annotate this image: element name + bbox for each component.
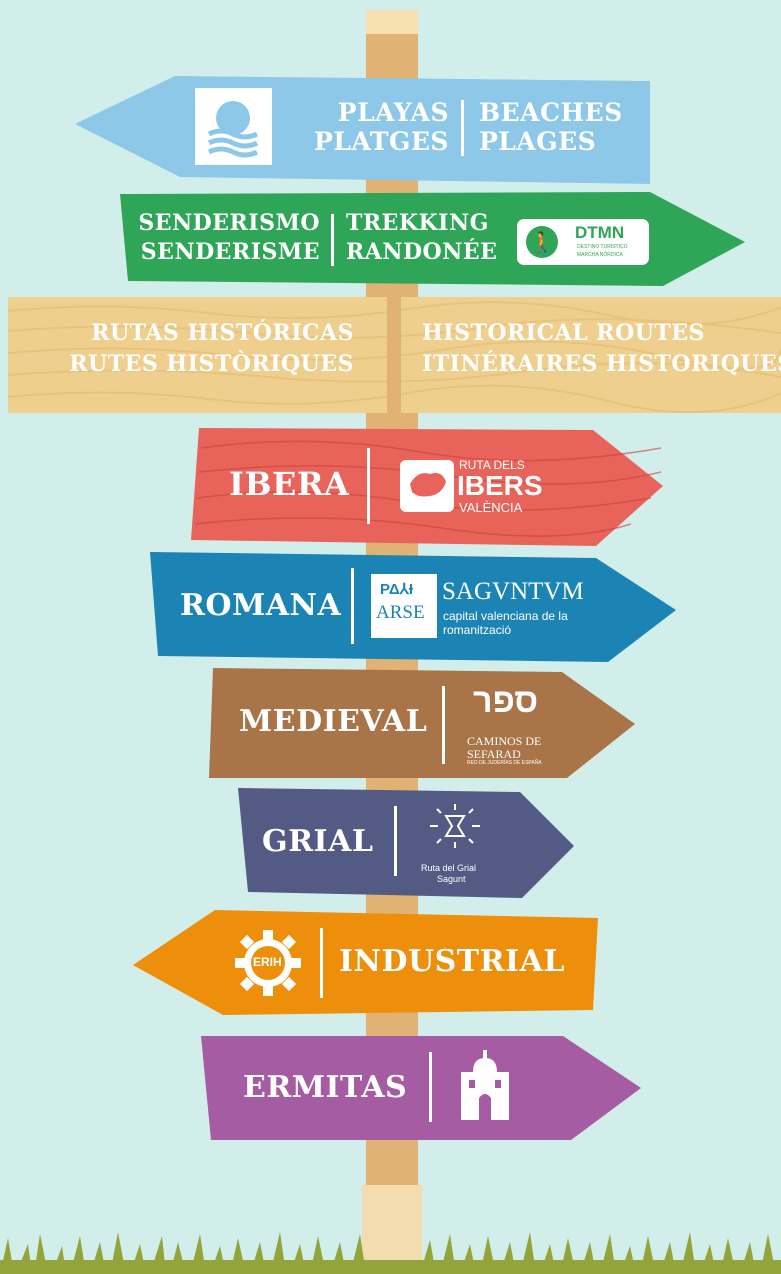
sign-medieval[interactable]: MEDIEVAL ספר CAMINOS DE SEFARAD RED DE J… [209,668,635,780]
grial-label: GRIAL [262,824,374,859]
industrial-label: INDUSTRIAL [339,944,565,979]
erih-text: ERIH [253,955,282,969]
iberian-bull-icon [400,460,454,512]
industrial-divider [320,928,323,998]
trekking-label-ca: SENDERISME [140,239,320,265]
historical-label-en: HISTORICAL ROUTES [422,320,705,346]
saguntum-name: SAGVNTVM [442,578,584,605]
ibera-logo-line1: RUTA DELS [459,458,525,472]
beaches-label-ca: PLATGES [314,127,449,156]
arse-text: ARSE [376,602,425,623]
erih-gear-icon: ERIH [231,926,305,1000]
romana-label: ROMANA [180,588,342,623]
dtmn-line1: DESTINO TURÍSTICO [577,244,628,250]
sign-industrial[interactable]: ERIH INDUSTRIAL [133,910,598,1015]
beaches-label-fr: PLAGES [479,127,597,156]
grass-ground [0,1232,781,1274]
pole-cap [366,10,418,34]
sefarad-line1: CAMINOS DE [467,734,542,748]
grial-divider [394,806,397,876]
medieval-label: MEDIEVAL [239,704,428,739]
grail-chalice-icon [428,802,482,850]
trekking-label-es: SENDERISMO [138,210,320,236]
beaches-divider [461,100,464,156]
sign-beaches[interactable]: PLAYAS PLATGES BEACHES PLAGES [75,74,650,184]
saguntum-sub2: romanització [443,623,512,637]
sign-grial[interactable]: GRIAL Ruta del Grial Sagunt [238,788,574,900]
grial-logo-line1: Ruta del Grial [421,863,477,873]
ermitas-label: ERMITAS [243,1070,408,1105]
ibera-divider [367,448,370,524]
trekking-label-en: TREKKING [346,210,489,236]
hermitage-chapel-icon [457,1050,513,1122]
arse-iberian-glyphs: ΡΔ⅄Ɨ [380,581,414,598]
medieval-divider [442,686,445,764]
sign-ibera[interactable]: IBERA RUTA DELS IBERS VALÈNCIA [191,428,663,548]
pole-base [362,1185,422,1274]
grial-logo-line2: Sagunt [437,874,466,884]
arse-logo: ΡΔ⅄Ɨ ARSE [371,574,437,638]
historical-label-ca: RUTES HISTÒRIQUES [69,351,354,377]
ermitas-divider [429,1052,432,1122]
romana-divider [351,568,354,644]
dtmn-logo: 🚶 DTMN DESTINO TURÍSTICO MARCHA NÓRDICA [517,219,649,265]
trekking-label-fr: RANDONÉE [346,239,498,265]
sign-ermitas[interactable]: ERMITAS [201,1036,641,1142]
sefarad-glyphs: ספר [473,682,539,720]
ibera-label: IBERA [229,465,350,503]
sign-romana[interactable]: ROMANA ΡΔ⅄Ɨ ARSE SAGVNTVM capital valenc… [150,552,676,662]
dtmn-line2: MARCHA NÓRDICA [577,252,623,258]
beaches-label-es: PLAYAS [337,98,449,127]
sign-historical-routes[interactable]: RUTAS HISTÓRICAS RUTES HISTÒRIQUES HISTO… [8,297,781,413]
beaches-label-en: BEACHES [479,98,623,127]
dtmn-title: DTMN [575,223,625,242]
nordic-walker-icon: 🚶 [526,226,558,258]
historical-label-es: RUTAS HISTÓRICAS [91,320,354,346]
ibera-logo-line3: VALÈNCIA [459,500,523,515]
saguntum-sub1: capital valenciana de la [443,609,568,623]
sign-trekking[interactable]: SENDERISMO SENDERISME TREKKING RANDONÉE … [120,192,745,286]
blue-flag-wave-icon [195,88,272,165]
ibera-logo-line2: IBERS [457,470,543,501]
sefarad-line2: SEFARAD [467,747,521,761]
historical-label-fr: ITINÉRAIRES HISTORIQUES [422,351,781,377]
sefarad-line3: RED DE JUDERÍAS DE ESPAÑA [467,760,542,766]
trekking-divider [331,214,334,266]
